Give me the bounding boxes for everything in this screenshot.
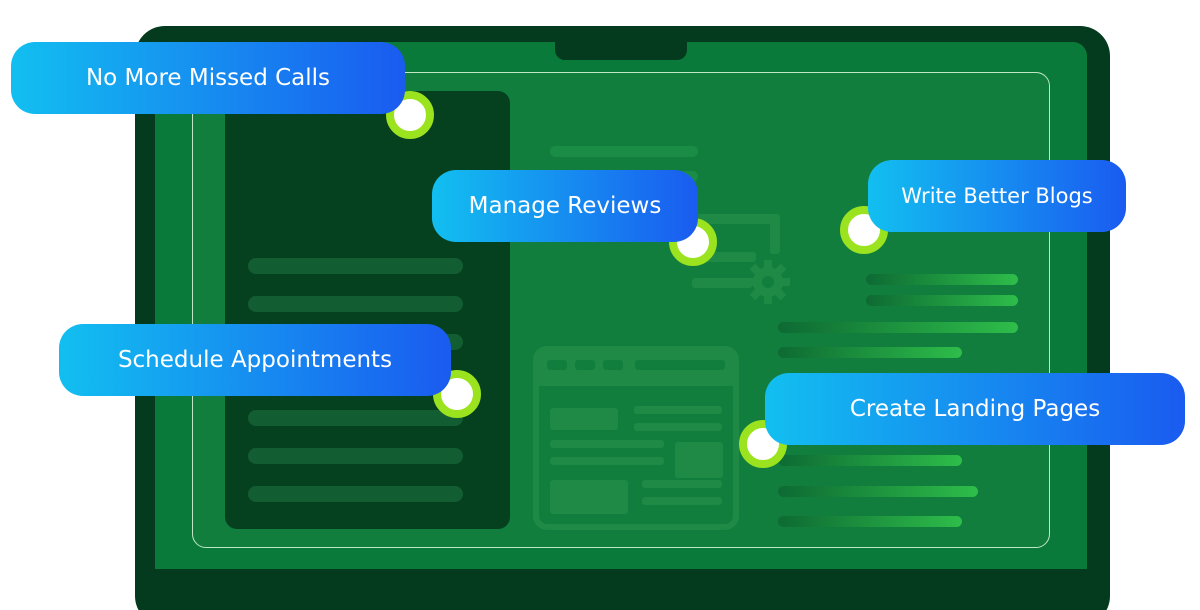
sidebar-item xyxy=(248,448,463,464)
card-line xyxy=(634,406,722,414)
callout-manage-reviews: Manage Reviews xyxy=(432,170,698,242)
card-line xyxy=(550,457,664,465)
camera-notch xyxy=(555,42,687,60)
placeholder-line xyxy=(778,322,1018,333)
card-line xyxy=(642,480,722,488)
placeholder-line xyxy=(866,295,1018,306)
gear-icon xyxy=(746,260,790,304)
callout-dot xyxy=(386,91,434,139)
card-dot xyxy=(547,360,567,370)
sidebar-item xyxy=(248,486,463,502)
callout-landing-pages: Create Landing Pages xyxy=(765,373,1185,445)
sidebar-item xyxy=(248,296,463,312)
placeholder-line xyxy=(550,146,698,157)
sidebar-item xyxy=(248,410,463,426)
placeholder-line xyxy=(778,455,962,466)
sidebar-item xyxy=(248,258,463,274)
callout-write-blogs: Write Better Blogs xyxy=(868,160,1126,232)
placeholder-line xyxy=(778,516,962,527)
card-line xyxy=(642,497,722,505)
callout-schedule-appointments: Schedule Appointments xyxy=(59,324,451,396)
card-block xyxy=(675,442,723,478)
card-block xyxy=(550,480,628,514)
placeholder-line xyxy=(778,347,962,358)
card-dot xyxy=(603,360,623,370)
card-line xyxy=(550,440,664,448)
placeholder-line xyxy=(778,486,978,497)
callout-missed-calls: No More Missed Calls xyxy=(11,42,405,114)
card-line xyxy=(634,423,722,431)
card-bar xyxy=(635,360,725,370)
card-dot xyxy=(575,360,595,370)
card-block xyxy=(550,408,618,430)
placeholder-line xyxy=(866,274,1018,285)
